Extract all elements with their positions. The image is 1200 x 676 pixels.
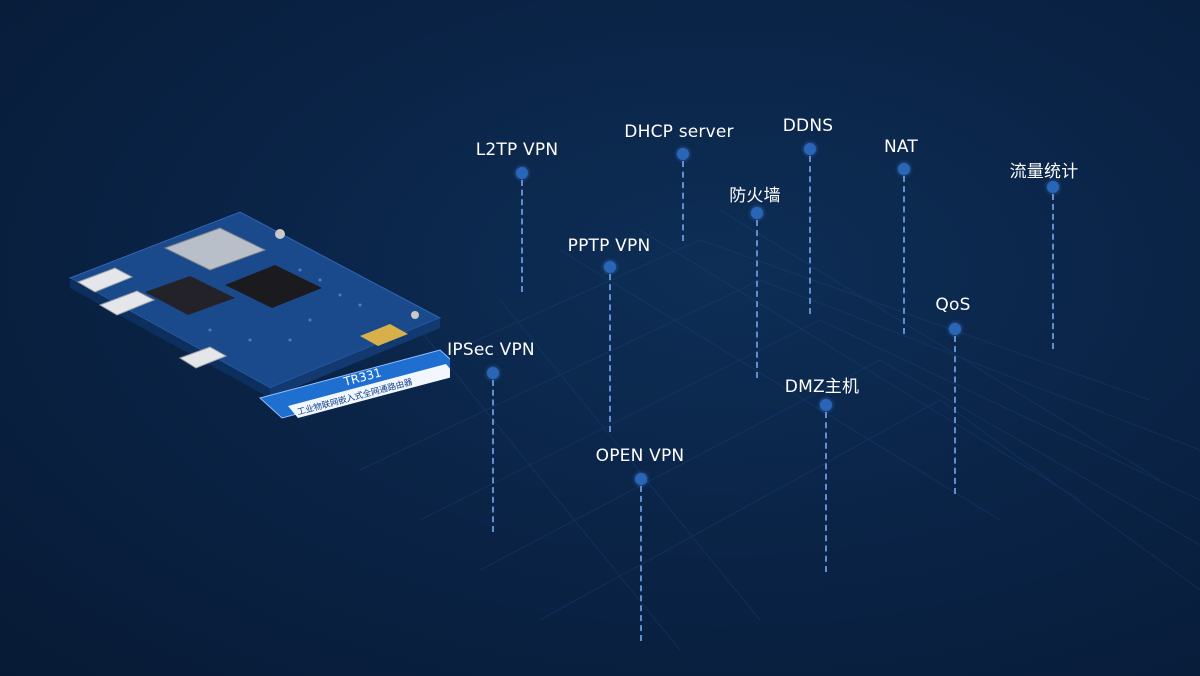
dashed-stem bbox=[903, 176, 905, 334]
dashed-stem bbox=[1052, 194, 1054, 349]
dashed-stem bbox=[809, 156, 811, 314]
dashed-stem bbox=[521, 180, 523, 292]
feature-label-ddns: DDNS bbox=[782, 116, 834, 136]
module-chip bbox=[145, 276, 235, 315]
feature-label-openvpn: OPEN VPN bbox=[595, 446, 685, 466]
pin-dot-icon bbox=[820, 399, 832, 411]
dashed-stem bbox=[492, 380, 494, 532]
feature-label-qos: QoS bbox=[935, 295, 971, 315]
pin-dot-icon bbox=[949, 323, 961, 335]
pin-dot-icon bbox=[1047, 181, 1059, 193]
router-board-illustration: TR331 工业物联网嵌入式全网通路由器 bbox=[68, 211, 450, 419]
capacitor bbox=[360, 324, 408, 346]
feature-label-pptp: PPTP VPN bbox=[567, 236, 651, 256]
dashed-stem bbox=[609, 274, 611, 432]
main-chip bbox=[225, 265, 322, 308]
sim-slot bbox=[163, 227, 267, 271]
label-plate-inner bbox=[288, 364, 450, 418]
pin-dot-icon bbox=[487, 367, 499, 379]
feature-label-l2tp: L2TP VPN bbox=[475, 140, 559, 160]
feature-label-firewall: 防火墙 bbox=[729, 186, 781, 206]
feature-label-dhcp: DHCP server bbox=[624, 122, 734, 142]
pin-dot-icon bbox=[898, 163, 910, 175]
pin-dot-icon bbox=[604, 261, 616, 273]
pin-dot-icon bbox=[751, 207, 763, 219]
dashed-stem bbox=[640, 486, 642, 641]
pin-dot-icon bbox=[516, 167, 528, 179]
feature-label-traffic-stats: 流量统计 bbox=[1009, 162, 1079, 182]
connector-3 bbox=[178, 346, 228, 369]
dashed-stem bbox=[756, 220, 758, 378]
feature-label-dmz: DMZ主机 bbox=[784, 377, 860, 397]
connector-2 bbox=[98, 290, 156, 316]
pin-dot-icon bbox=[677, 148, 689, 160]
dashed-stem bbox=[825, 412, 827, 572]
pin-dot-icon bbox=[635, 473, 647, 485]
feature-label-ipsec: IPSec VPN bbox=[447, 340, 535, 360]
feature-label-nat: NAT bbox=[883, 137, 919, 157]
pin-dot-icon bbox=[804, 143, 816, 155]
connector-1 bbox=[76, 267, 134, 293]
mount-hole bbox=[411, 311, 419, 319]
antenna-pad bbox=[275, 229, 285, 239]
dashed-stem bbox=[682, 161, 684, 241]
dashed-stem bbox=[954, 336, 956, 494]
